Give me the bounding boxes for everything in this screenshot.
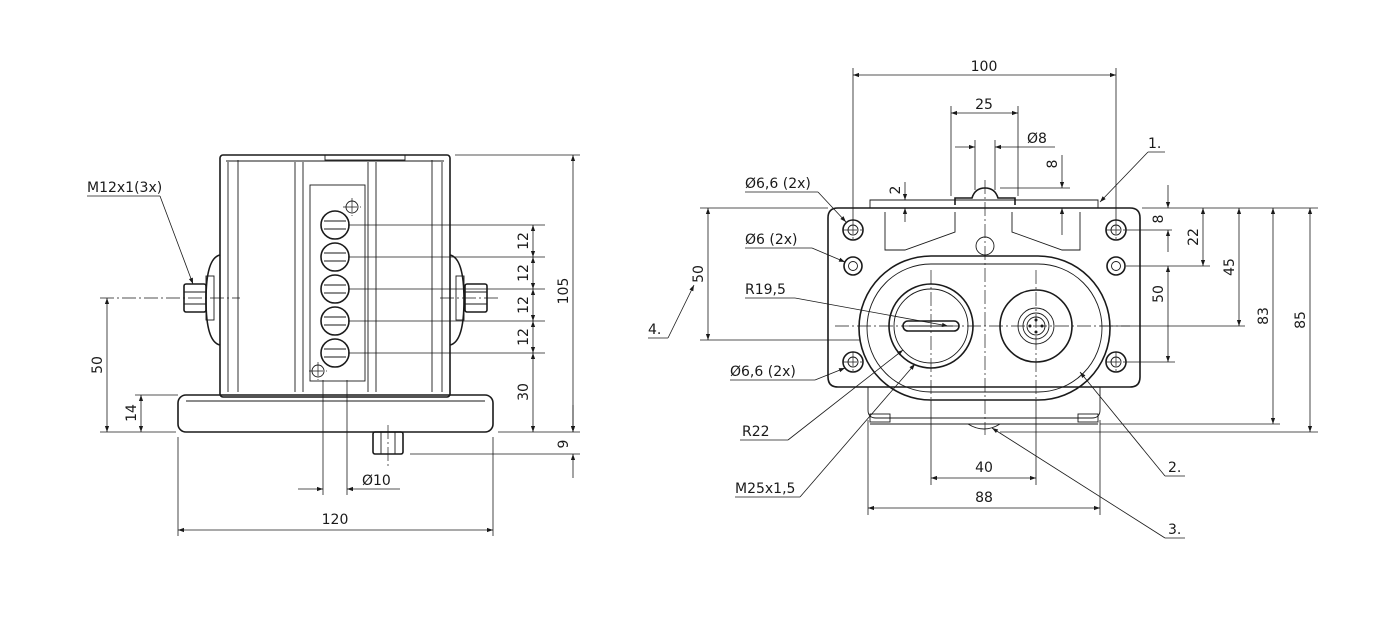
led-3 xyxy=(320,274,350,304)
dim-base-14: 14 xyxy=(124,394,178,432)
bottom-connector xyxy=(967,423,1001,430)
dim-width-label: 120 xyxy=(322,512,349,528)
hole-ml-icon xyxy=(843,256,863,276)
dim-right-8: 8 xyxy=(1151,215,1167,224)
dim-spacing-40: 40 xyxy=(930,400,1037,485)
dim-led-pitch: 12 12 12 12 30 xyxy=(348,224,545,432)
callout-4-label: 4. xyxy=(648,322,661,338)
left-view: 120 105 9 12 12 xyxy=(87,154,580,536)
callout-1: 1. xyxy=(1099,136,1165,203)
lid-recess xyxy=(324,154,406,161)
callout-1-label: 1. xyxy=(1148,136,1161,152)
left-side-bulge xyxy=(205,254,221,346)
dim-right-50: 50 xyxy=(1151,285,1167,303)
top-cover xyxy=(869,199,1099,208)
dim-center-25: 25 xyxy=(950,97,1019,196)
dim-bottom-9: 9 xyxy=(410,405,580,478)
dim-top-2: 2 xyxy=(888,182,950,222)
housing-ribs xyxy=(227,160,443,392)
dim-led-pitch-2: 12 xyxy=(516,264,532,282)
thread-callout-label: M12x1(3x) xyxy=(87,180,162,196)
hole-callout-mid-label: Ø6 (2x) xyxy=(745,232,798,248)
led-2 xyxy=(320,242,350,272)
callout-3: 3. xyxy=(991,427,1185,539)
callout-m25: M25x1,5 xyxy=(735,363,916,498)
hole-callout-bottom-label: Ø6,6 (2x) xyxy=(730,364,796,380)
dim-diameter-10: Ø10 xyxy=(298,380,400,495)
dim-height-label: 105 xyxy=(556,278,572,305)
hole-callout-top-label: Ø6,6 (2x) xyxy=(745,176,811,192)
dim-diameter-label: Ø10 xyxy=(362,473,391,489)
dim-height-left-label: 50 xyxy=(691,265,707,283)
led-window xyxy=(309,184,366,382)
led-indicators xyxy=(320,210,350,368)
dim-base-label: 14 xyxy=(124,404,140,422)
led-1 xyxy=(320,210,350,240)
callout-2-label: 2. xyxy=(1168,460,1181,476)
dim-top-small-label: 2 xyxy=(888,186,904,195)
callout-hole-top: Ø6,6 (2x) xyxy=(745,176,847,223)
dim-height-105: 105 xyxy=(455,154,580,433)
dim-right-83: 83 xyxy=(1256,307,1272,325)
callout-2: 2. xyxy=(1079,371,1185,477)
dim-pin-height: 8 xyxy=(1000,155,1070,235)
lower-foot-left xyxy=(869,413,891,423)
dim-bottom-width-label: 88 xyxy=(975,490,993,506)
base-plate xyxy=(177,394,494,433)
hole-mr-icon xyxy=(1106,256,1126,276)
seal-inner xyxy=(866,263,1103,393)
callout-4: 4. xyxy=(648,284,695,339)
led-4 xyxy=(320,306,350,336)
callout-hole-bottom: Ø6,6 (2x) xyxy=(730,364,846,381)
dim-led-pitch-1: 12 xyxy=(516,232,532,250)
callout-hole-mid: Ø6 (2x) xyxy=(745,232,846,263)
dim-axis-50: 50 xyxy=(90,298,176,433)
right-view: 100 25 Ø8 8 2 xyxy=(648,59,1318,539)
radius-inner-label: R19,5 xyxy=(745,282,786,298)
dim-right-45: 45 xyxy=(1222,258,1238,276)
dim-width-total-label: 100 xyxy=(971,59,998,75)
housing-body xyxy=(219,154,451,398)
dim-right-85: 85 xyxy=(1293,311,1309,329)
callout-r19: R19,5 xyxy=(745,282,949,327)
dim-center-label: 25 xyxy=(975,97,993,113)
callout-3-label: 3. xyxy=(1168,522,1181,538)
dim-led-base: 30 xyxy=(516,383,532,401)
dim-right-22: 22 xyxy=(1186,228,1202,246)
dim-pin-diameter: Ø8 xyxy=(955,131,1055,190)
led-5 xyxy=(320,338,350,368)
left-center-lines xyxy=(100,297,500,468)
flange-plate xyxy=(827,207,1141,388)
dim-width-88: 88 xyxy=(867,420,1101,515)
callout-m12: M12x1(3x) xyxy=(87,180,194,285)
dim-axis-label: 50 xyxy=(90,356,106,374)
wedge-left xyxy=(884,212,956,251)
lower-foot-right xyxy=(1077,413,1099,423)
dim-bottom-label: 9 xyxy=(556,440,572,449)
seal-outer xyxy=(858,255,1111,401)
dim-width-100: 100 xyxy=(852,59,1117,220)
lower-body xyxy=(867,387,1101,419)
right-center-lines xyxy=(835,180,1130,435)
dim-pin-diameter-label: Ø8 xyxy=(1027,131,1047,147)
callout-r22: R22 xyxy=(740,349,904,441)
radius-outer-label: R22 xyxy=(742,424,770,440)
dim-led-pitch-4: 12 xyxy=(516,328,532,346)
dim-bottom-spacing-label: 40 xyxy=(975,460,993,476)
thread-entry-label: M25x1,5 xyxy=(735,481,795,497)
dim-led-pitch-3: 12 xyxy=(516,296,532,314)
right-side-bulge xyxy=(449,254,465,346)
dim-height-50-left: 50 xyxy=(691,207,860,341)
dim-pin-height-label: 8 xyxy=(1045,160,1061,169)
wedge-right xyxy=(1011,212,1081,251)
dim-width-120: 120 xyxy=(177,437,494,536)
dim-right-stack: 8 22 45 50 83 85 xyxy=(1000,185,1318,433)
